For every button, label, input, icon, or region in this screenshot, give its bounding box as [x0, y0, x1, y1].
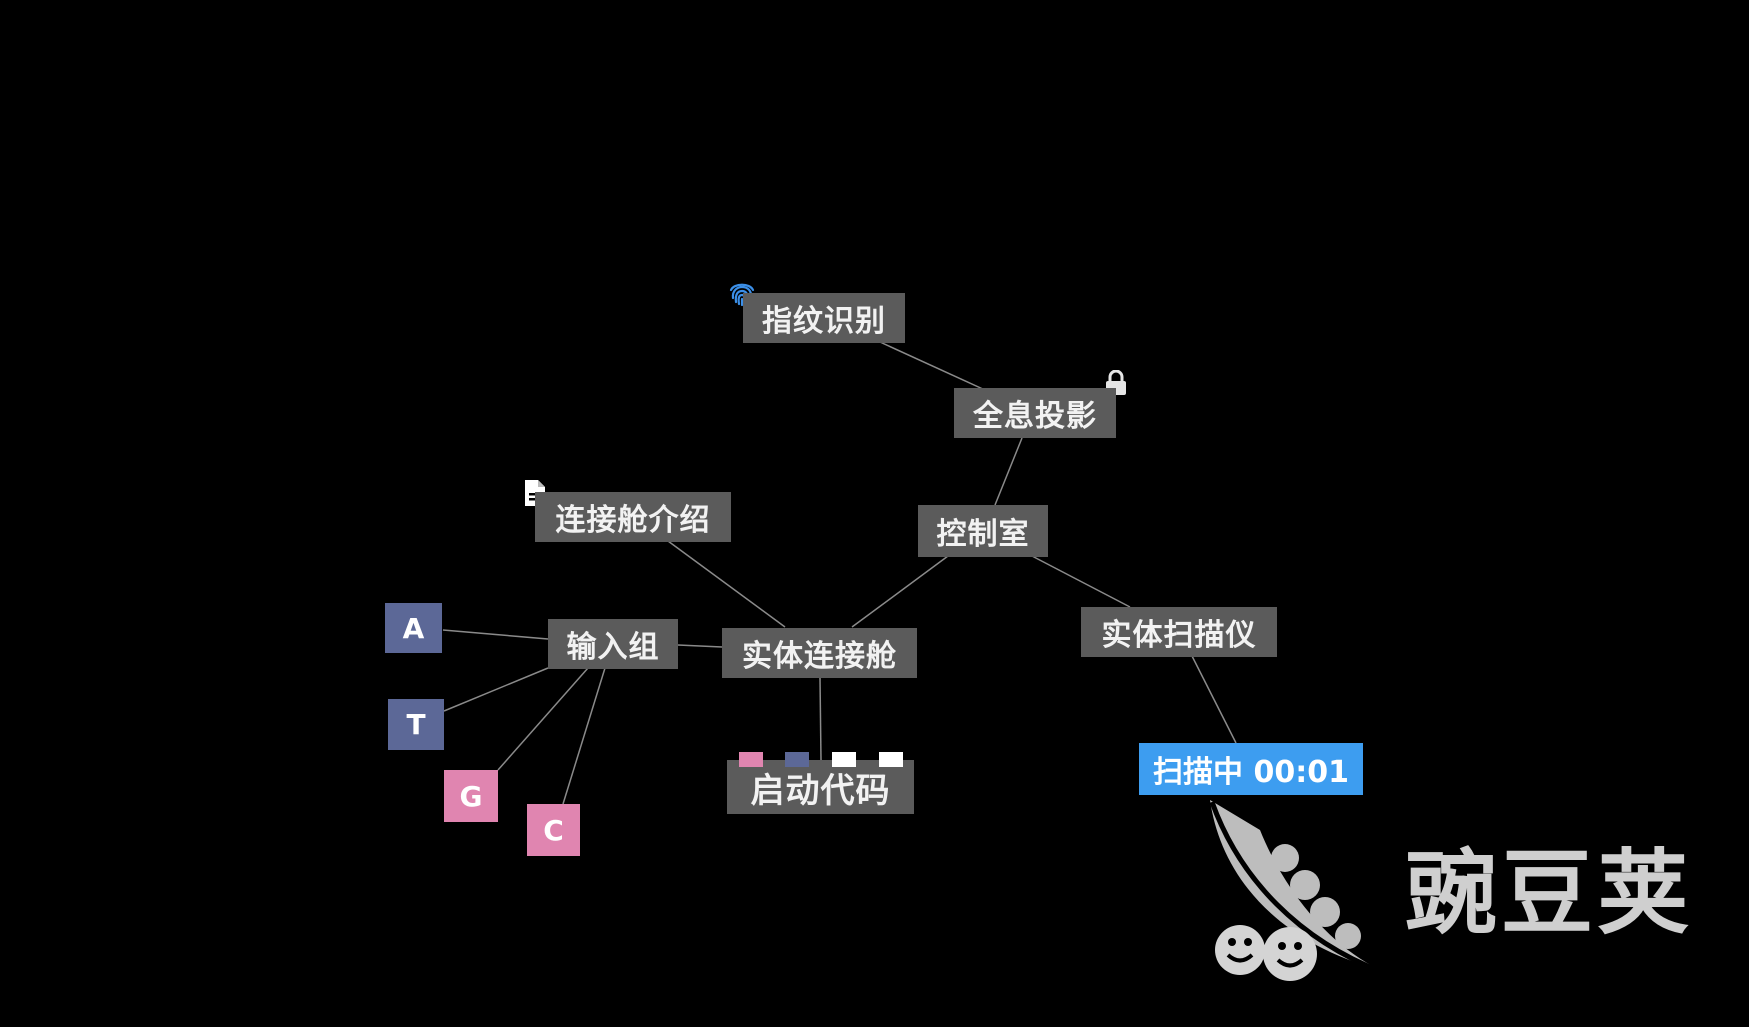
link-intro-dock [667, 540, 786, 628]
link-control-scanner [1031, 555, 1131, 608]
node-dock-intro[interactable]: 连接舱介绍 [535, 492, 731, 542]
letter-block-t[interactable]: T [388, 699, 444, 750]
letter-block-c[interactable]: C [527, 804, 580, 856]
link-input-t [443, 667, 549, 712]
link-input-dock [677, 644, 723, 648]
code-slot-2[interactable] [785, 752, 809, 767]
scan-status-badge: 扫描中 00:01 [1139, 743, 1363, 795]
code-slot-3[interactable] [832, 752, 856, 767]
node-control-room[interactable]: 控制室 [918, 505, 1048, 557]
link-input-g [497, 667, 589, 771]
link-scanner-status [1191, 655, 1237, 744]
link-control-dock [851, 555, 949, 628]
code-slot-1[interactable] [739, 752, 763, 767]
link-hologram-control [994, 437, 1023, 506]
link-dock-boot [819, 677, 822, 761]
link-input-c [562, 667, 606, 805]
node-boot-code[interactable]: 启动代码 [727, 760, 914, 814]
pea-pod-logo-icon [1200, 790, 1390, 990]
node-fingerprint[interactable]: 指纹识别 [743, 293, 905, 343]
link-fingerprint-hologram [879, 341, 986, 391]
letter-block-a[interactable]: A [385, 603, 442, 653]
code-slot-4[interactable] [879, 752, 903, 767]
node-entity-dock[interactable]: 实体连接舱 [722, 628, 917, 678]
link-input-a [442, 629, 549, 640]
letter-block-g[interactable]: G [444, 770, 498, 822]
node-hologram[interactable]: 全息投影 [954, 388, 1116, 438]
node-input-group[interactable]: 输入组 [548, 619, 678, 669]
watermark-text: 豌豆荚 [1405, 840, 1694, 947]
node-entity-scanner[interactable]: 实体扫描仪 [1081, 607, 1277, 657]
